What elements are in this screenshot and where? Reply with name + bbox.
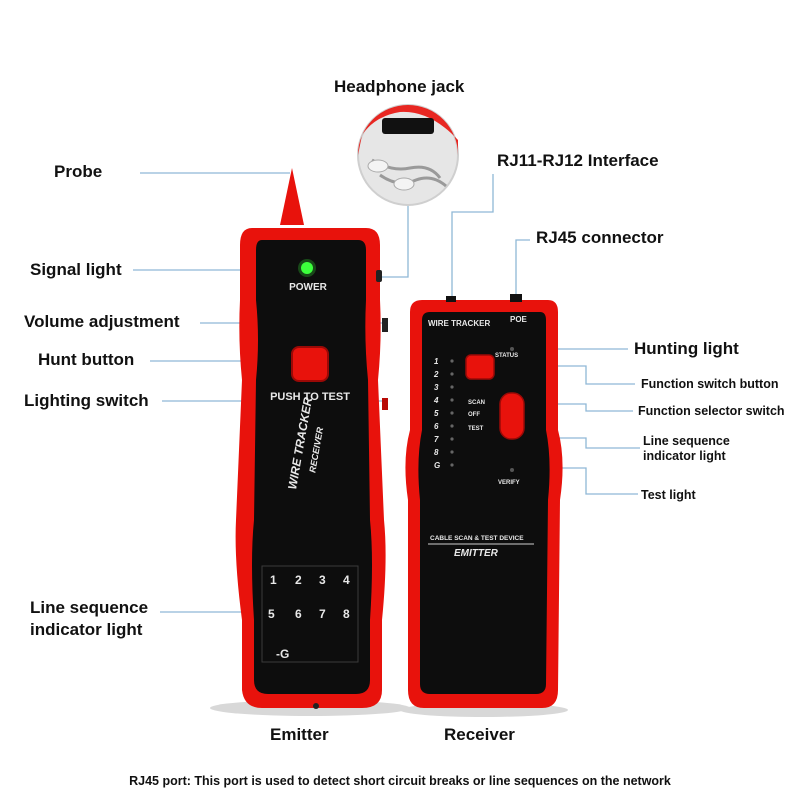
emitter-line-number: 3 — [434, 383, 439, 392]
power-label: POWER — [289, 282, 328, 293]
leader-rj11 — [451, 174, 494, 300]
function-switch-button-label: Function switch button — [641, 377, 779, 391]
receiver-panel — [252, 240, 372, 694]
emitter-line-numbers: 1 2 3 4 5 6 7 8G — [433, 357, 454, 470]
emitter-line-led — [450, 385, 454, 389]
line-sequence-left-label-1: Line sequence — [30, 598, 149, 617]
digit-8: 8 — [343, 607, 350, 621]
scan-label: SCAN — [468, 400, 485, 406]
hunting-light-label: Hunting light — [634, 339, 739, 358]
emitter-brand: WIRE TRACKER — [428, 319, 490, 328]
hunting-light-led — [510, 347, 514, 351]
headphone-port — [376, 270, 382, 282]
emitter-line-number: 1 — [434, 357, 439, 366]
digit-6: 6 — [295, 607, 302, 621]
ground-label: -G — [276, 647, 289, 661]
headphone-jack-inset — [357, 104, 459, 206]
emitter-line-led — [450, 450, 454, 454]
emitter-line-number: G — [434, 461, 440, 470]
emitter-line-number: 4 — [433, 396, 439, 405]
leader-rj45 — [515, 239, 530, 298]
headphone-jack-label: Headphone jack — [334, 77, 465, 96]
bottom-port — [313, 703, 319, 709]
emitter-line-led — [450, 411, 454, 415]
push-to-test-label: PUSH TO TEST — [270, 391, 350, 403]
hunt-button[interactable] — [291, 346, 329, 382]
probe-tip — [280, 168, 304, 225]
digit-5: 5 — [268, 607, 275, 621]
cable-scan-label: CABLE SCAN & TEST DEVICE — [430, 535, 524, 542]
digit-7: 7 — [319, 607, 326, 621]
emitter-line-led — [450, 463, 454, 467]
line-sequence-right-label-1: Line sequence — [643, 434, 730, 448]
caption: RJ45 port: This port is used to detect s… — [129, 774, 671, 788]
emitter-label: Emitter — [270, 725, 329, 744]
status-label: STATUS — [495, 353, 518, 359]
function-selector-switch[interactable] — [499, 392, 525, 440]
signal-light-label: Signal light — [30, 260, 122, 279]
emitter-line-led — [450, 372, 454, 376]
emitter-line-number: 6 — [434, 422, 439, 431]
verify-label: VERIFY — [498, 480, 520, 486]
emitter-line-number: 8 — [434, 448, 439, 457]
probe-label: Probe — [54, 162, 103, 181]
emitter-line-number: 7 — [434, 435, 439, 444]
function-selector-switch-label: Function selector switch — [638, 404, 785, 418]
emitter-name: EMITTER — [454, 548, 499, 559]
rj45-port — [510, 294, 522, 302]
rj11-port — [446, 296, 456, 302]
function-switch-button[interactable] — [465, 354, 495, 380]
lighting-switch-knob[interactable] — [382, 398, 388, 410]
emitter-line-led — [450, 437, 454, 441]
signal-light-led — [301, 262, 313, 274]
digit-3: 3 — [319, 573, 326, 587]
test-light-led — [510, 468, 514, 472]
digit-1: 1 — [270, 573, 277, 587]
emitter-line-number: 2 — [433, 370, 439, 379]
test-light-label: Test light — [641, 488, 696, 502]
lighting-switch-label: Lighting switch — [24, 391, 149, 410]
receiver-device: POWER PUSH TO TEST WIRE TRACKER RECEIVER… — [210, 168, 410, 716]
volume-wheel[interactable] — [382, 318, 388, 332]
test-label: TEST — [468, 426, 484, 432]
emitter-line-number: 5 — [434, 409, 439, 418]
line-sequence-left-label-2: indicator light — [30, 620, 143, 639]
receiver-label: Receiver — [444, 725, 515, 744]
digit-2: 2 — [295, 573, 302, 587]
leader-headphone — [380, 205, 409, 278]
rj45-connector-label: RJ45 connector — [536, 228, 664, 247]
hunt-button-label: Hunt button — [38, 350, 135, 369]
poe-label: POE — [510, 315, 528, 324]
line-sequence-right-label-2: indicator light — [643, 449, 726, 463]
digit-4: 4 — [343, 573, 350, 587]
volume-adjustment-label: Volume adjustment — [24, 312, 180, 331]
emitter-line-led — [450, 359, 454, 363]
emitter-device: WIRE TRACKER POE STATUS SCAN OFF TEST VE… — [400, 294, 568, 717]
off-label: OFF — [468, 412, 480, 418]
emitter-line-led — [450, 398, 454, 402]
emitter-line-led — [450, 424, 454, 428]
rj11-rj12-label: RJ11-RJ12 Interface — [497, 151, 659, 170]
